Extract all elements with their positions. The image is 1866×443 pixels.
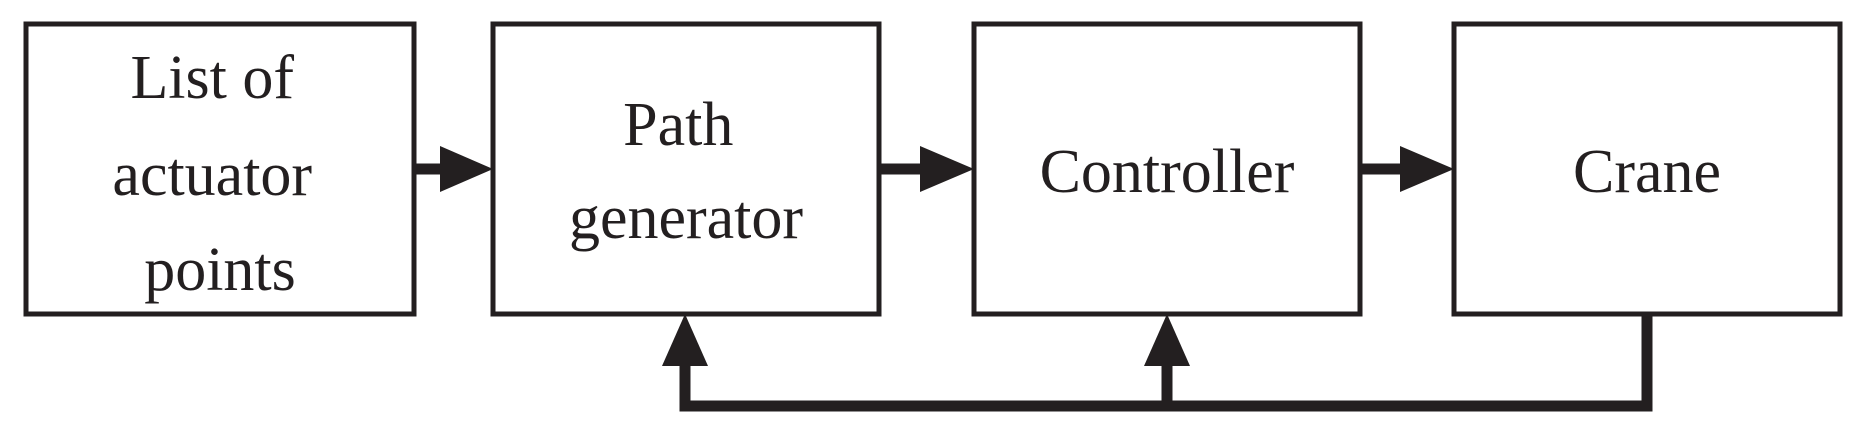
- block-label-line: generator: [569, 184, 803, 252]
- block-controller: Controller: [971, 21, 1363, 317]
- arrow-controller-to-crane: [1360, 146, 1454, 192]
- block-label-line: points: [144, 236, 296, 304]
- block-label-line: actuator: [112, 141, 312, 209]
- block-label-line: Controller: [1040, 138, 1295, 206]
- block-list-of-actuator-points-label: List of actuator points: [112, 44, 327, 304]
- arrowhead-right-icon: [1400, 146, 1454, 192]
- arrow-list-to-path-generator: [414, 146, 493, 192]
- arrowhead-right-icon: [920, 146, 974, 192]
- block-label-line: Path: [623, 91, 733, 159]
- arrowhead-right-icon: [440, 146, 493, 192]
- block-label-line: Crane: [1573, 138, 1721, 206]
- block-path-generator: Path generator: [490, 21, 882, 317]
- block-path-generator-box: [490, 21, 882, 317]
- block-controller-label: Controller: [1040, 138, 1295, 206]
- block-crane: Crane: [1451, 21, 1843, 317]
- arrow-path-generator-to-controller: [879, 146, 974, 192]
- block-path-generator-label: Path generator: [569, 91, 803, 252]
- arrowhead-up-icon: [1144, 314, 1190, 366]
- arrowhead-up-icon: [662, 314, 708, 366]
- block-list-of-actuator-points: List of actuator points: [23, 21, 417, 317]
- block-crane-label: Crane: [1573, 138, 1721, 206]
- block-label-line: List of: [130, 44, 294, 112]
- feedback-path: [662, 314, 1653, 412]
